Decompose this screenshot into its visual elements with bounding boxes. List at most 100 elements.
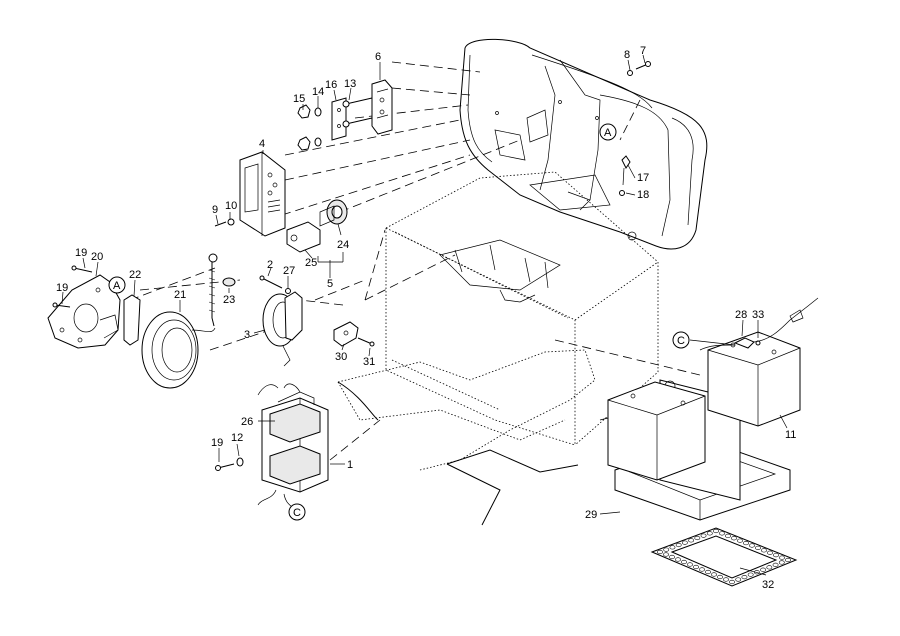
mat-hole xyxy=(669,545,676,550)
mat-hole xyxy=(767,550,773,555)
connector-33 xyxy=(753,297,819,346)
mat-hole xyxy=(735,577,742,582)
bolt-13 xyxy=(342,97,373,128)
callout-33: 33 xyxy=(752,309,764,321)
callout-32: 32 xyxy=(762,579,774,591)
bolt-19-top xyxy=(71,265,93,273)
switch-block-25 xyxy=(286,221,321,253)
projection-lines xyxy=(129,61,701,461)
callout-26: 26 xyxy=(241,416,253,428)
mat-hole xyxy=(693,564,699,570)
svg-text:A: A xyxy=(113,280,121,292)
callout-14: 14 xyxy=(312,86,324,98)
mat-hole xyxy=(761,548,767,553)
mat-hole xyxy=(669,554,675,560)
motor-3 xyxy=(262,291,303,367)
callout-27: 27 xyxy=(283,265,295,277)
callout-6: 6 xyxy=(375,51,381,63)
washer-14 xyxy=(314,107,322,147)
callout-2: 2 xyxy=(267,259,273,271)
mat-hole xyxy=(705,569,711,575)
callout-17: 17 xyxy=(637,172,649,184)
svg-text:C: C xyxy=(677,335,685,347)
mat-hole xyxy=(772,562,779,567)
mat-hole xyxy=(699,567,705,572)
callout-1: 1 xyxy=(347,459,353,471)
mat-hole xyxy=(681,540,688,545)
callout-13: 13 xyxy=(344,78,356,90)
mat-hole xyxy=(766,565,773,570)
mat-hole xyxy=(778,560,785,565)
washer-12 xyxy=(236,457,244,467)
callout-16: 16 xyxy=(325,79,337,91)
mat-hole xyxy=(725,533,731,538)
callout-24: 24 xyxy=(337,239,349,251)
connector-marker-A-top: A xyxy=(599,123,617,141)
plate-16 xyxy=(331,97,347,141)
bolt-19-bottom xyxy=(215,463,235,471)
washer-27 xyxy=(285,288,291,294)
mat-hole xyxy=(717,574,723,580)
mat-hole xyxy=(663,547,670,552)
callout-20: 20 xyxy=(91,251,103,263)
transformer-1 xyxy=(257,383,329,513)
mat-hole xyxy=(700,533,707,538)
mounting-bracket-20 xyxy=(47,274,121,349)
mat-hole xyxy=(694,535,701,541)
screw-7 xyxy=(635,61,651,70)
mat-hole xyxy=(747,572,754,577)
mat-hole xyxy=(737,538,743,543)
rubber-mat-32 xyxy=(650,527,798,587)
bracket-6 xyxy=(371,79,393,135)
callout-22: 22 xyxy=(129,269,141,281)
connector-marker-C-right: C xyxy=(672,331,690,349)
mat-hole xyxy=(713,528,719,534)
callout-7: 7 xyxy=(640,45,646,57)
mat-hole xyxy=(741,575,748,580)
rotary-switch-24 xyxy=(319,199,348,227)
callout-15: 15 xyxy=(293,93,305,105)
screw-2 xyxy=(259,275,283,289)
bracket-22 xyxy=(123,294,141,346)
callout-10: 10 xyxy=(225,200,237,212)
callout-11: 11 xyxy=(785,429,796,441)
callout-19-bottom: 19 xyxy=(211,437,223,449)
callout-29: 29 xyxy=(585,509,597,521)
connector-marker-A-left: A xyxy=(108,276,126,294)
top-cover xyxy=(459,38,708,250)
callout-28: 28 xyxy=(735,309,747,321)
mat-hole xyxy=(749,543,755,548)
battery-11 xyxy=(707,331,801,427)
svg-text:A: A xyxy=(604,127,612,139)
callout-9: 9 xyxy=(212,204,218,216)
callout-12: 12 xyxy=(231,432,243,444)
callout-30: 30 xyxy=(335,351,347,363)
mat-hole xyxy=(663,552,669,557)
callout-3: 3 xyxy=(244,329,250,341)
bolt-18 xyxy=(619,190,625,196)
callout-25: 25 xyxy=(305,257,317,269)
mat-hole xyxy=(706,531,713,536)
callout-4: 4 xyxy=(259,138,265,150)
mat-hole xyxy=(711,572,717,577)
callout-19-left: 19 xyxy=(56,282,68,294)
nut-15 xyxy=(297,104,311,151)
mat-hole xyxy=(657,549,663,555)
connector-marker-C-bottom: C xyxy=(288,503,306,521)
mat-hole xyxy=(687,562,693,567)
mat-hole xyxy=(675,542,682,548)
washer-8 xyxy=(627,70,633,76)
svg-text:C: C xyxy=(293,507,301,519)
screw-31 xyxy=(357,337,375,347)
screw-9 xyxy=(214,221,227,227)
sensor-17 xyxy=(621,155,631,186)
callout-18: 18 xyxy=(637,189,649,201)
mat-hole xyxy=(688,538,695,543)
mat-hole xyxy=(723,577,729,582)
clip-30 xyxy=(333,321,359,347)
mat-hole xyxy=(729,579,735,585)
main-housing-box xyxy=(385,171,659,446)
sensor-cable-23 xyxy=(208,253,236,327)
mat-hole xyxy=(760,567,767,572)
mat-hole xyxy=(779,555,785,560)
